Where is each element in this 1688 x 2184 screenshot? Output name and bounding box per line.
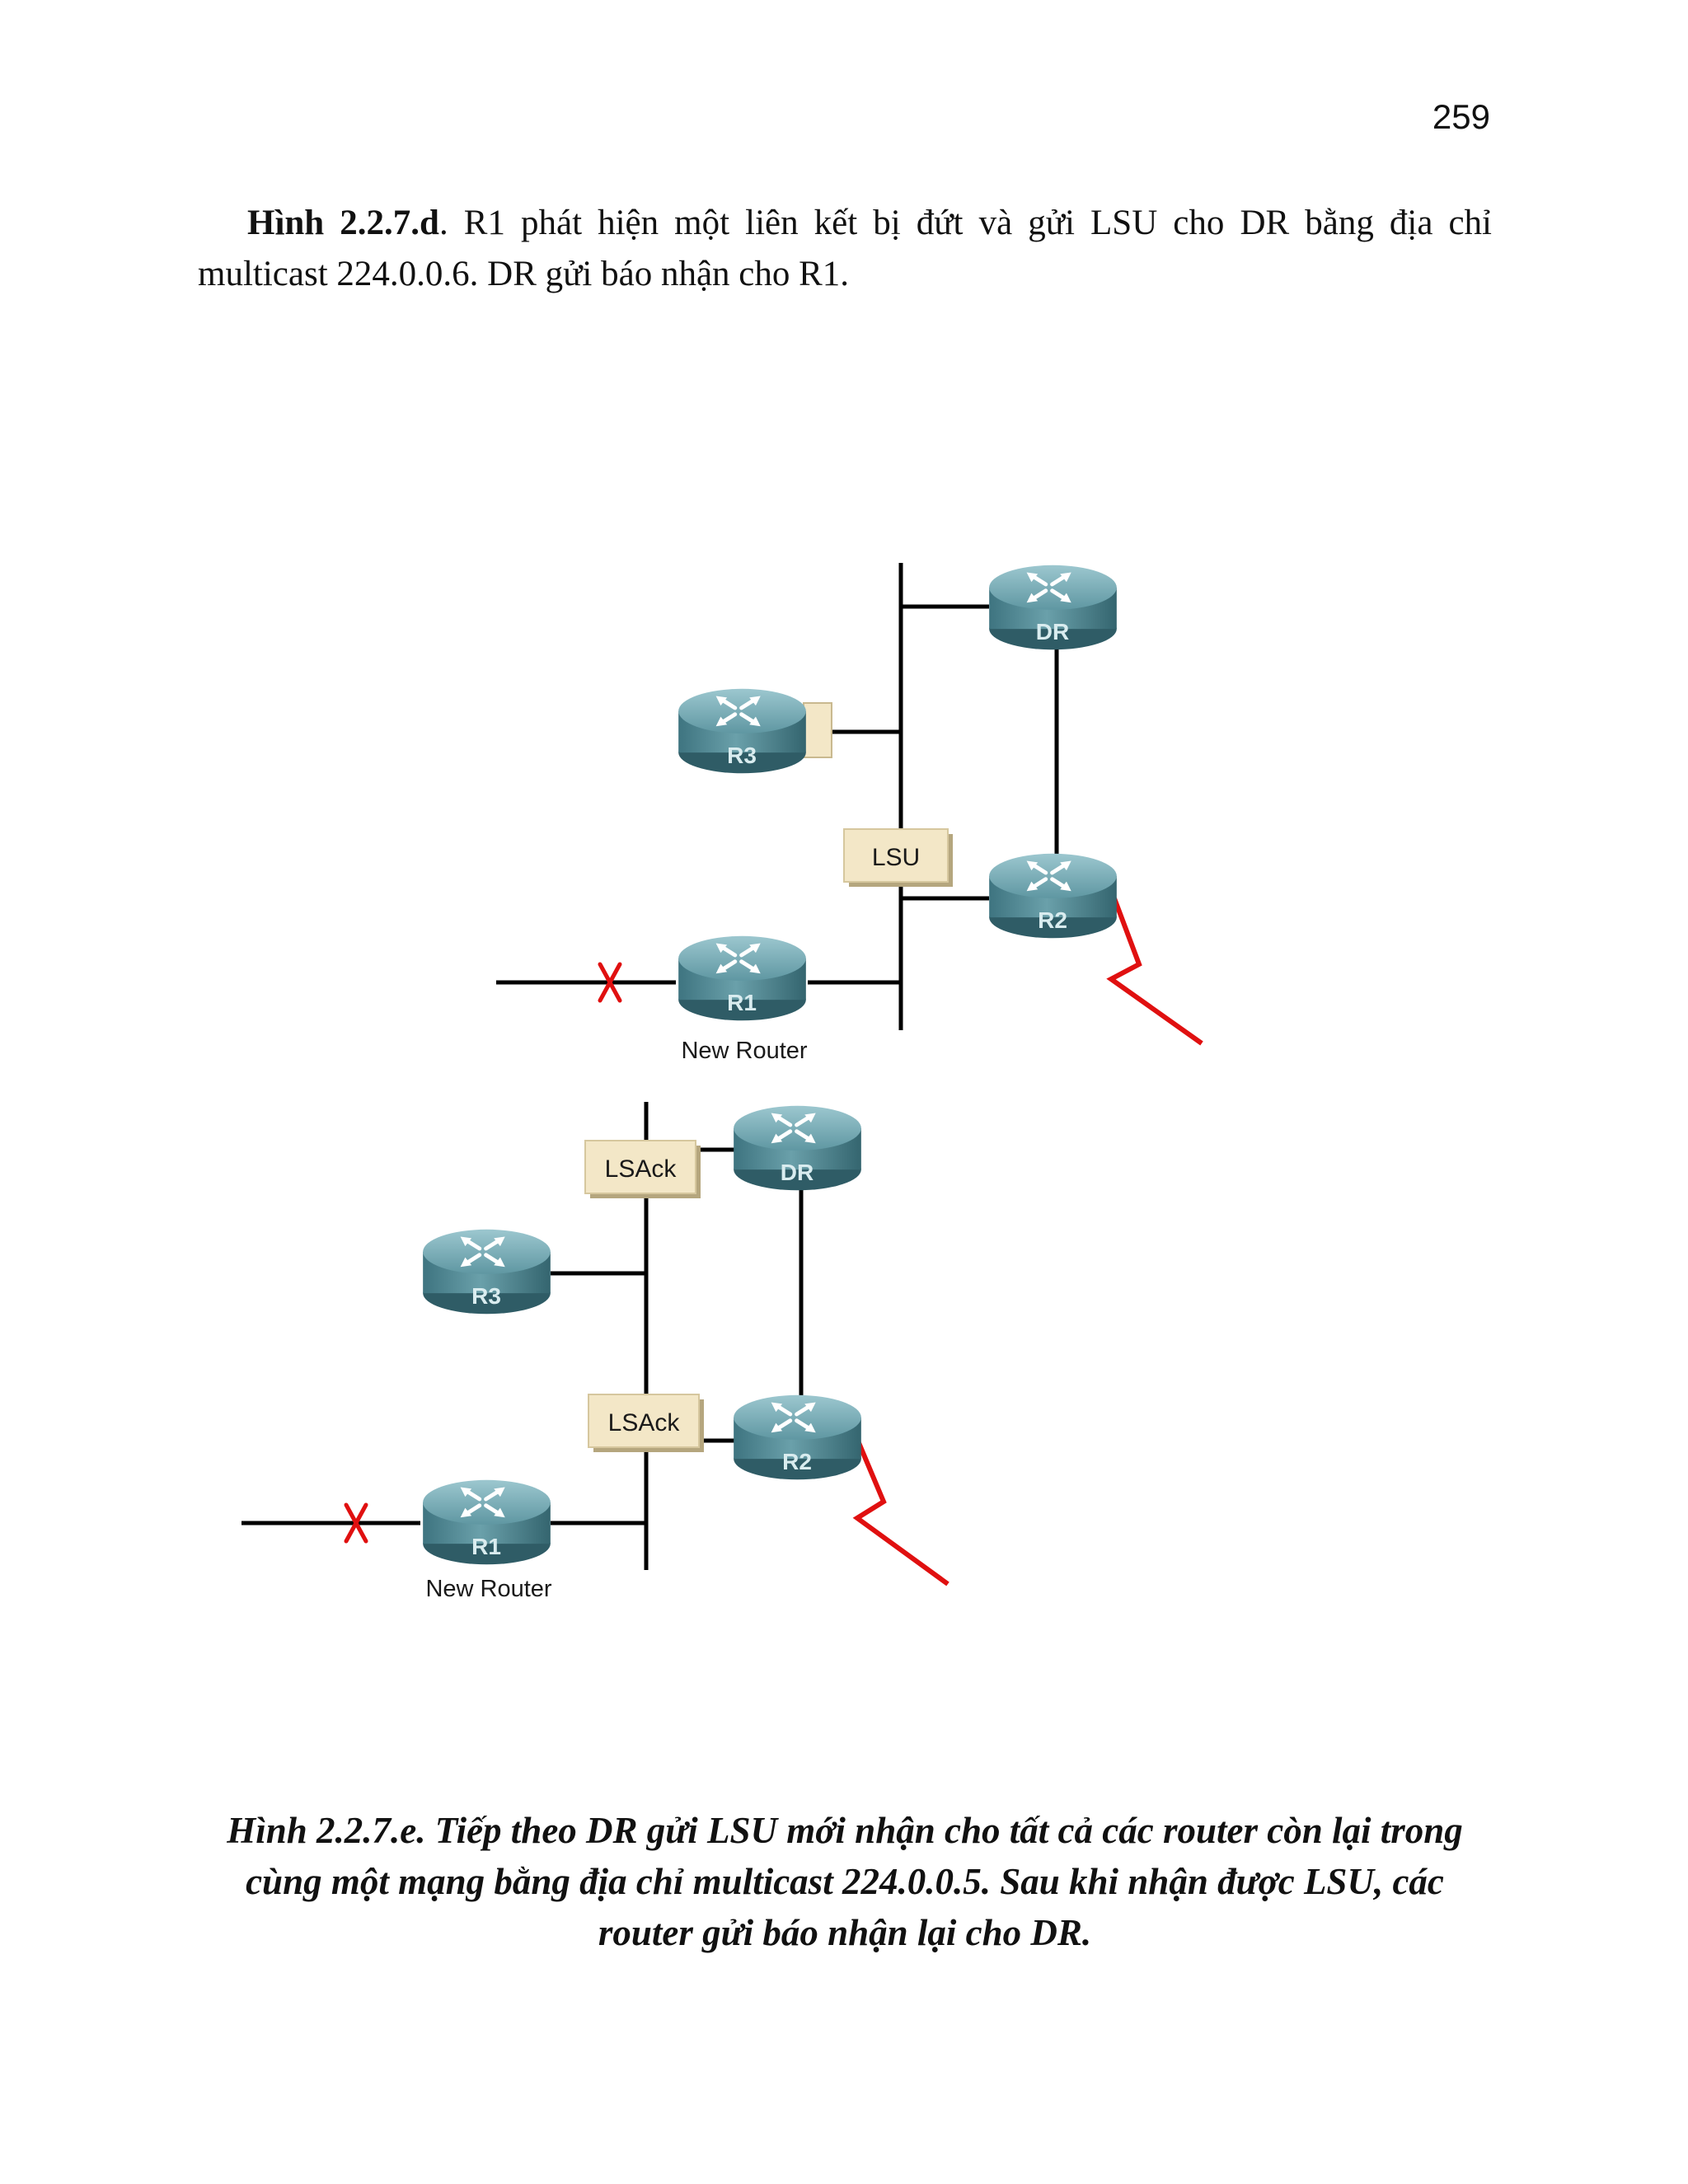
lsack-packet-lower: LSAck	[588, 1394, 704, 1452]
packet-label: LSU	[872, 844, 920, 871]
link-failure-icon	[344, 1502, 368, 1544]
router-label: R2	[1038, 907, 1067, 933]
lsu-packet: LSU	[843, 828, 953, 887]
serial-link-icon	[852, 1437, 950, 1586]
router-label: R3	[727, 743, 757, 768]
router-label: R2	[782, 1449, 812, 1474]
pnh-logo	[198, 101, 366, 148]
router-label: DR	[781, 1160, 814, 1185]
page-number: 259	[1432, 97, 1490, 136]
packet-label: LSAck	[608, 1409, 681, 1436]
router-label: DR	[1036, 619, 1069, 644]
router-r2-icon: R2	[989, 854, 1117, 938]
router-label: R3	[471, 1283, 501, 1309]
figure-caption-2-2-7-e: Hình 2.2.7.e. Tiếp theo DR gửi LSU mới n…	[227, 1810, 1463, 1953]
router-label: R1	[727, 990, 757, 1015]
figure-label: Hình 2.2.7.d	[247, 204, 439, 242]
new-router-label: New Router	[681, 1038, 807, 1064]
router-label: R1	[471, 1534, 501, 1559]
router-r3-icon: R3	[678, 689, 832, 773]
packet-label: LSAck	[605, 1155, 678, 1183]
link-failure-icon	[598, 962, 622, 1003]
lsack-packet-upper: LSAck	[584, 1140, 701, 1198]
new-router-label: New Router	[425, 1576, 551, 1602]
diagram-bottom: DR R3 R2 R1 New Router LSAck LSAck	[241, 1102, 950, 1602]
router-r3-icon: R3	[423, 1230, 551, 1314]
serial-link-icon	[1106, 897, 1203, 1046]
figure-caption-2-2-7-d: Hình 2.2.7.d. R1 phát hiện một liên kết …	[198, 198, 1492, 300]
diagram-top: DR R3 R2 R1 New Router LSU	[496, 563, 1203, 1064]
router-r1-icon: R1	[423, 1480, 551, 1564]
router-dr-icon: DR	[989, 565, 1117, 649]
router-r1-icon: R1	[678, 936, 806, 1020]
router-dr-icon: DR	[734, 1106, 861, 1190]
figure-caption-text: . R1 phát hiện một liên kết bị đứt và gử…	[198, 204, 1493, 293]
router-r2-icon: R2	[734, 1395, 861, 1479]
